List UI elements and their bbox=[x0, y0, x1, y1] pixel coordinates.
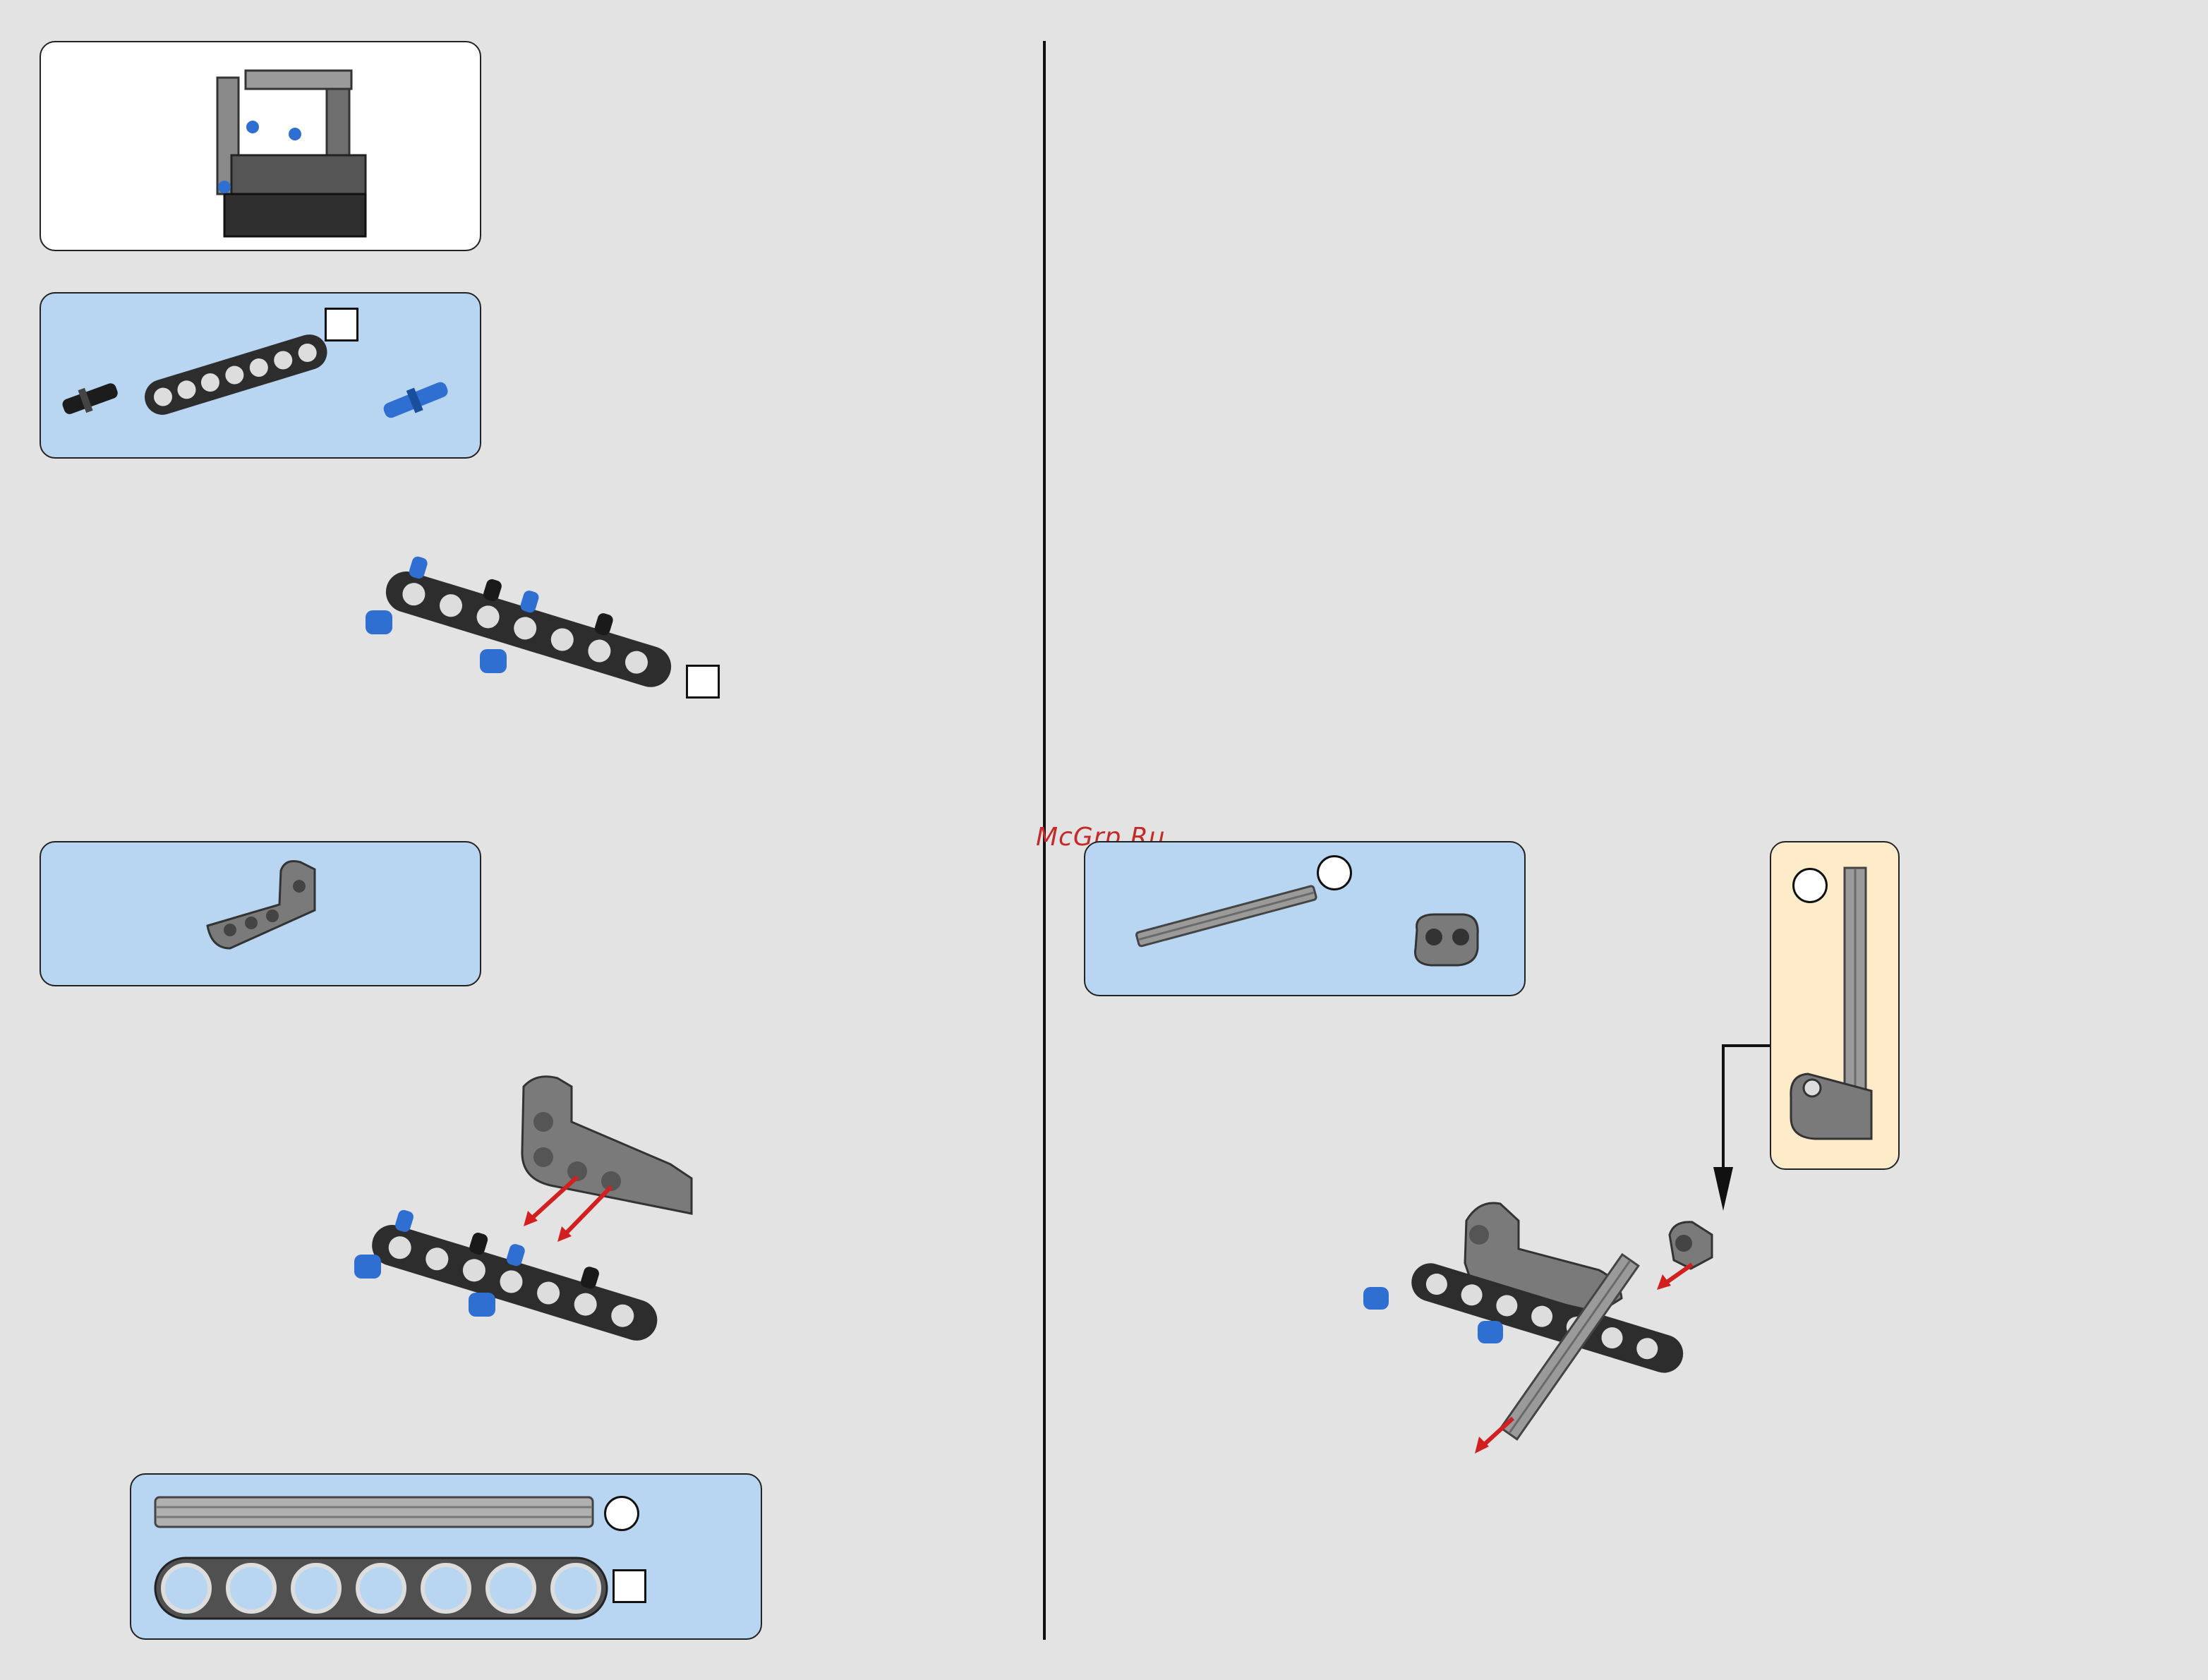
l-beam-attach-assembly-icon bbox=[339, 1072, 734, 1369]
parts-list-panel-1 bbox=[40, 292, 481, 459]
beam-7-length-icon bbox=[154, 1557, 613, 1621]
l-beam-gray-icon bbox=[202, 855, 329, 954]
subassembly-callout bbox=[1770, 841, 1900, 1170]
part-count-box bbox=[613, 1569, 646, 1603]
part-count-box bbox=[325, 308, 358, 342]
connector-gray-icon bbox=[1407, 909, 1485, 972]
axle-pin-blue-icon bbox=[377, 373, 454, 429]
beam-assembly-icon bbox=[353, 536, 720, 720]
assembly-preview-icon bbox=[41, 42, 483, 253]
parts-list-panel-2 bbox=[40, 841, 481, 986]
axle-gray-icon bbox=[154, 1496, 598, 1531]
part-length-circle bbox=[1317, 855, 1352, 890]
parts-list-panel-4 bbox=[1084, 841, 1526, 996]
axle-gray-icon bbox=[1132, 871, 1322, 962]
part-length-circle bbox=[604, 1496, 639, 1531]
axle-rail-subassembly-icon bbox=[1780, 864, 1893, 1160]
parts-list-panel-3 bbox=[130, 1473, 762, 1640]
assembly-preview-box bbox=[40, 41, 481, 251]
part-count-box bbox=[686, 665, 720, 699]
friction-pin-black-icon bbox=[55, 378, 126, 421]
beam-7-black-icon bbox=[137, 325, 334, 423]
final-assembly-icon bbox=[1359, 1192, 1797, 1475]
